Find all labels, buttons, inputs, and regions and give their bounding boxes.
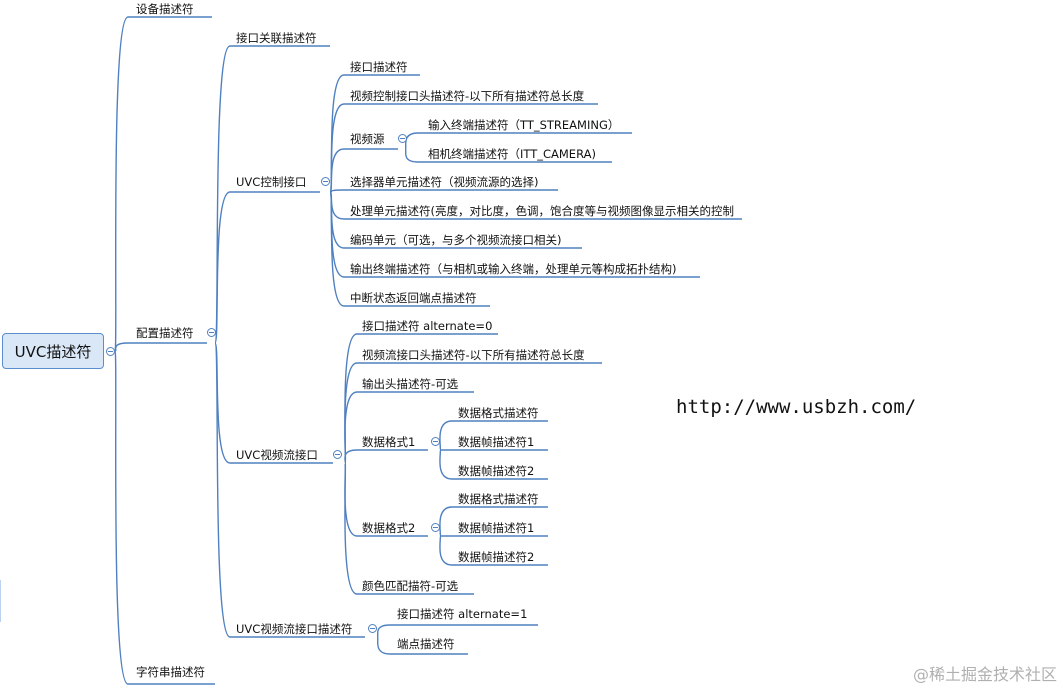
node-format2[interactable]: 数据格式2 [362,521,416,535]
node-interrupt-endpoint[interactable]: 中断状态返回端点描述符 [350,291,477,305]
root-connector [114,342,207,352]
node-format2-desc[interactable]: 数据格式描述符 [458,492,539,506]
root-connector [114,16,212,352]
vc-connector [329,189,558,193]
node-encoding-unit[interactable]: 编码单元（可选，与多个视频流接口相关) [350,233,562,247]
collapse-toggle-format1[interactable] [431,437,440,446]
config-connector [214,342,333,464]
vsalt-connector [376,636,468,655]
root-label: UVC描述符 [14,342,92,361]
collapse-toggle-vsalt[interactable] [368,624,377,633]
vs-connector [344,449,428,464]
node-vc-iface[interactable]: 接口描述符 [350,60,408,74]
left-edge-marker [0,580,1,622]
config-connector [214,191,320,344]
format2-connector [439,535,548,566]
collapse-toggle-root[interactable] [106,347,115,356]
node-vs-header[interactable]: 视频流接口头描述符-以下所有描述符总长度 [362,348,585,362]
vs-connector [344,462,474,595]
collapse-toggle-config[interactable] [207,328,216,337]
node-vs-iface[interactable]: 接口描述符 alternate=0 [362,319,493,333]
node-format1-desc[interactable]: 数据格式描述符 [458,406,539,420]
node-iad-descriptor[interactable]: 接口关联描述符 [236,31,317,45]
node-string-descriptor[interactable]: 字符串描述符 [136,665,205,679]
collapse-toggle-vc[interactable] [321,177,330,186]
vs-connector [344,391,474,464]
source-connector [404,148,612,163]
node-vsalt-endpoint[interactable]: 端点描述符 [397,637,455,651]
node-vc-source[interactable]: 视频源 [350,132,385,146]
node-processing-unit[interactable]: 处理单元描述符(亮度，对比度，色调，饱合度等与视频图像显示相关的控制 [350,204,734,218]
vsalt-connector [376,624,538,638]
config-connector [214,342,365,638]
node-selector-unit[interactable]: 选择器单元描述符（视频流源的选择) [350,175,539,189]
collapse-toggle-format2[interactable] [431,523,440,532]
node-vc-interface[interactable]: UVC控制接口 [236,175,307,189]
node-format2-frame2[interactable]: 数据帧描述符2 [458,550,535,564]
node-vs-interface[interactable]: UVC视频流接口 [236,448,318,462]
node-config-descriptor[interactable]: 配置描述符 [136,326,194,340]
node-format1[interactable]: 数据格式1 [362,435,416,449]
website-url: http://www.usbzh.com/ [676,396,917,418]
node-color-matching[interactable]: 颜色匹配描符-可选 [362,579,459,593]
config-connector [214,45,330,344]
node-camera-terminal[interactable]: 相机终端描述符（ITT_CAMERA) [428,147,596,161]
collapse-toggle-vs[interactable] [333,450,342,459]
watermark: @稀土掘金技术社区 [912,665,1057,684]
format1-connector [439,420,548,451]
root-node[interactable]: UVC描述符 [2,333,104,369]
format2-connector [439,506,548,537]
format1-connector [439,449,548,480]
vc-connector [329,148,398,193]
collapse-toggle-source[interactable] [398,134,407,143]
root-connector [114,350,215,685]
node-input-terminal[interactable]: 输入终端描述符（TT_STREAMING） [428,118,620,132]
node-format1-frame1[interactable]: 数据帧描述符1 [458,435,535,449]
node-vs-output-header[interactable]: 输出头描述符-可选 [362,377,459,391]
node-vs-interface-descriptor[interactable]: UVC视频流接口描述符 [236,622,353,636]
node-vsalt-iface[interactable]: 接口描述符 alternate=1 [397,607,528,621]
node-format2-frame1[interactable]: 数据帧描述符1 [458,521,535,535]
node-output-terminal[interactable]: 输出终端描述符（与相机或输入终端，处理单元等构成拓扑结构) [350,262,677,276]
node-device-descriptor[interactable]: 设备描述符 [136,2,194,16]
node-vc-header[interactable]: 视频控制接口头描述符-以下所有描述符总长度 [350,89,585,103]
node-format1-frame2[interactable]: 数据帧描述符2 [458,464,535,478]
vc-connector [329,191,490,307]
